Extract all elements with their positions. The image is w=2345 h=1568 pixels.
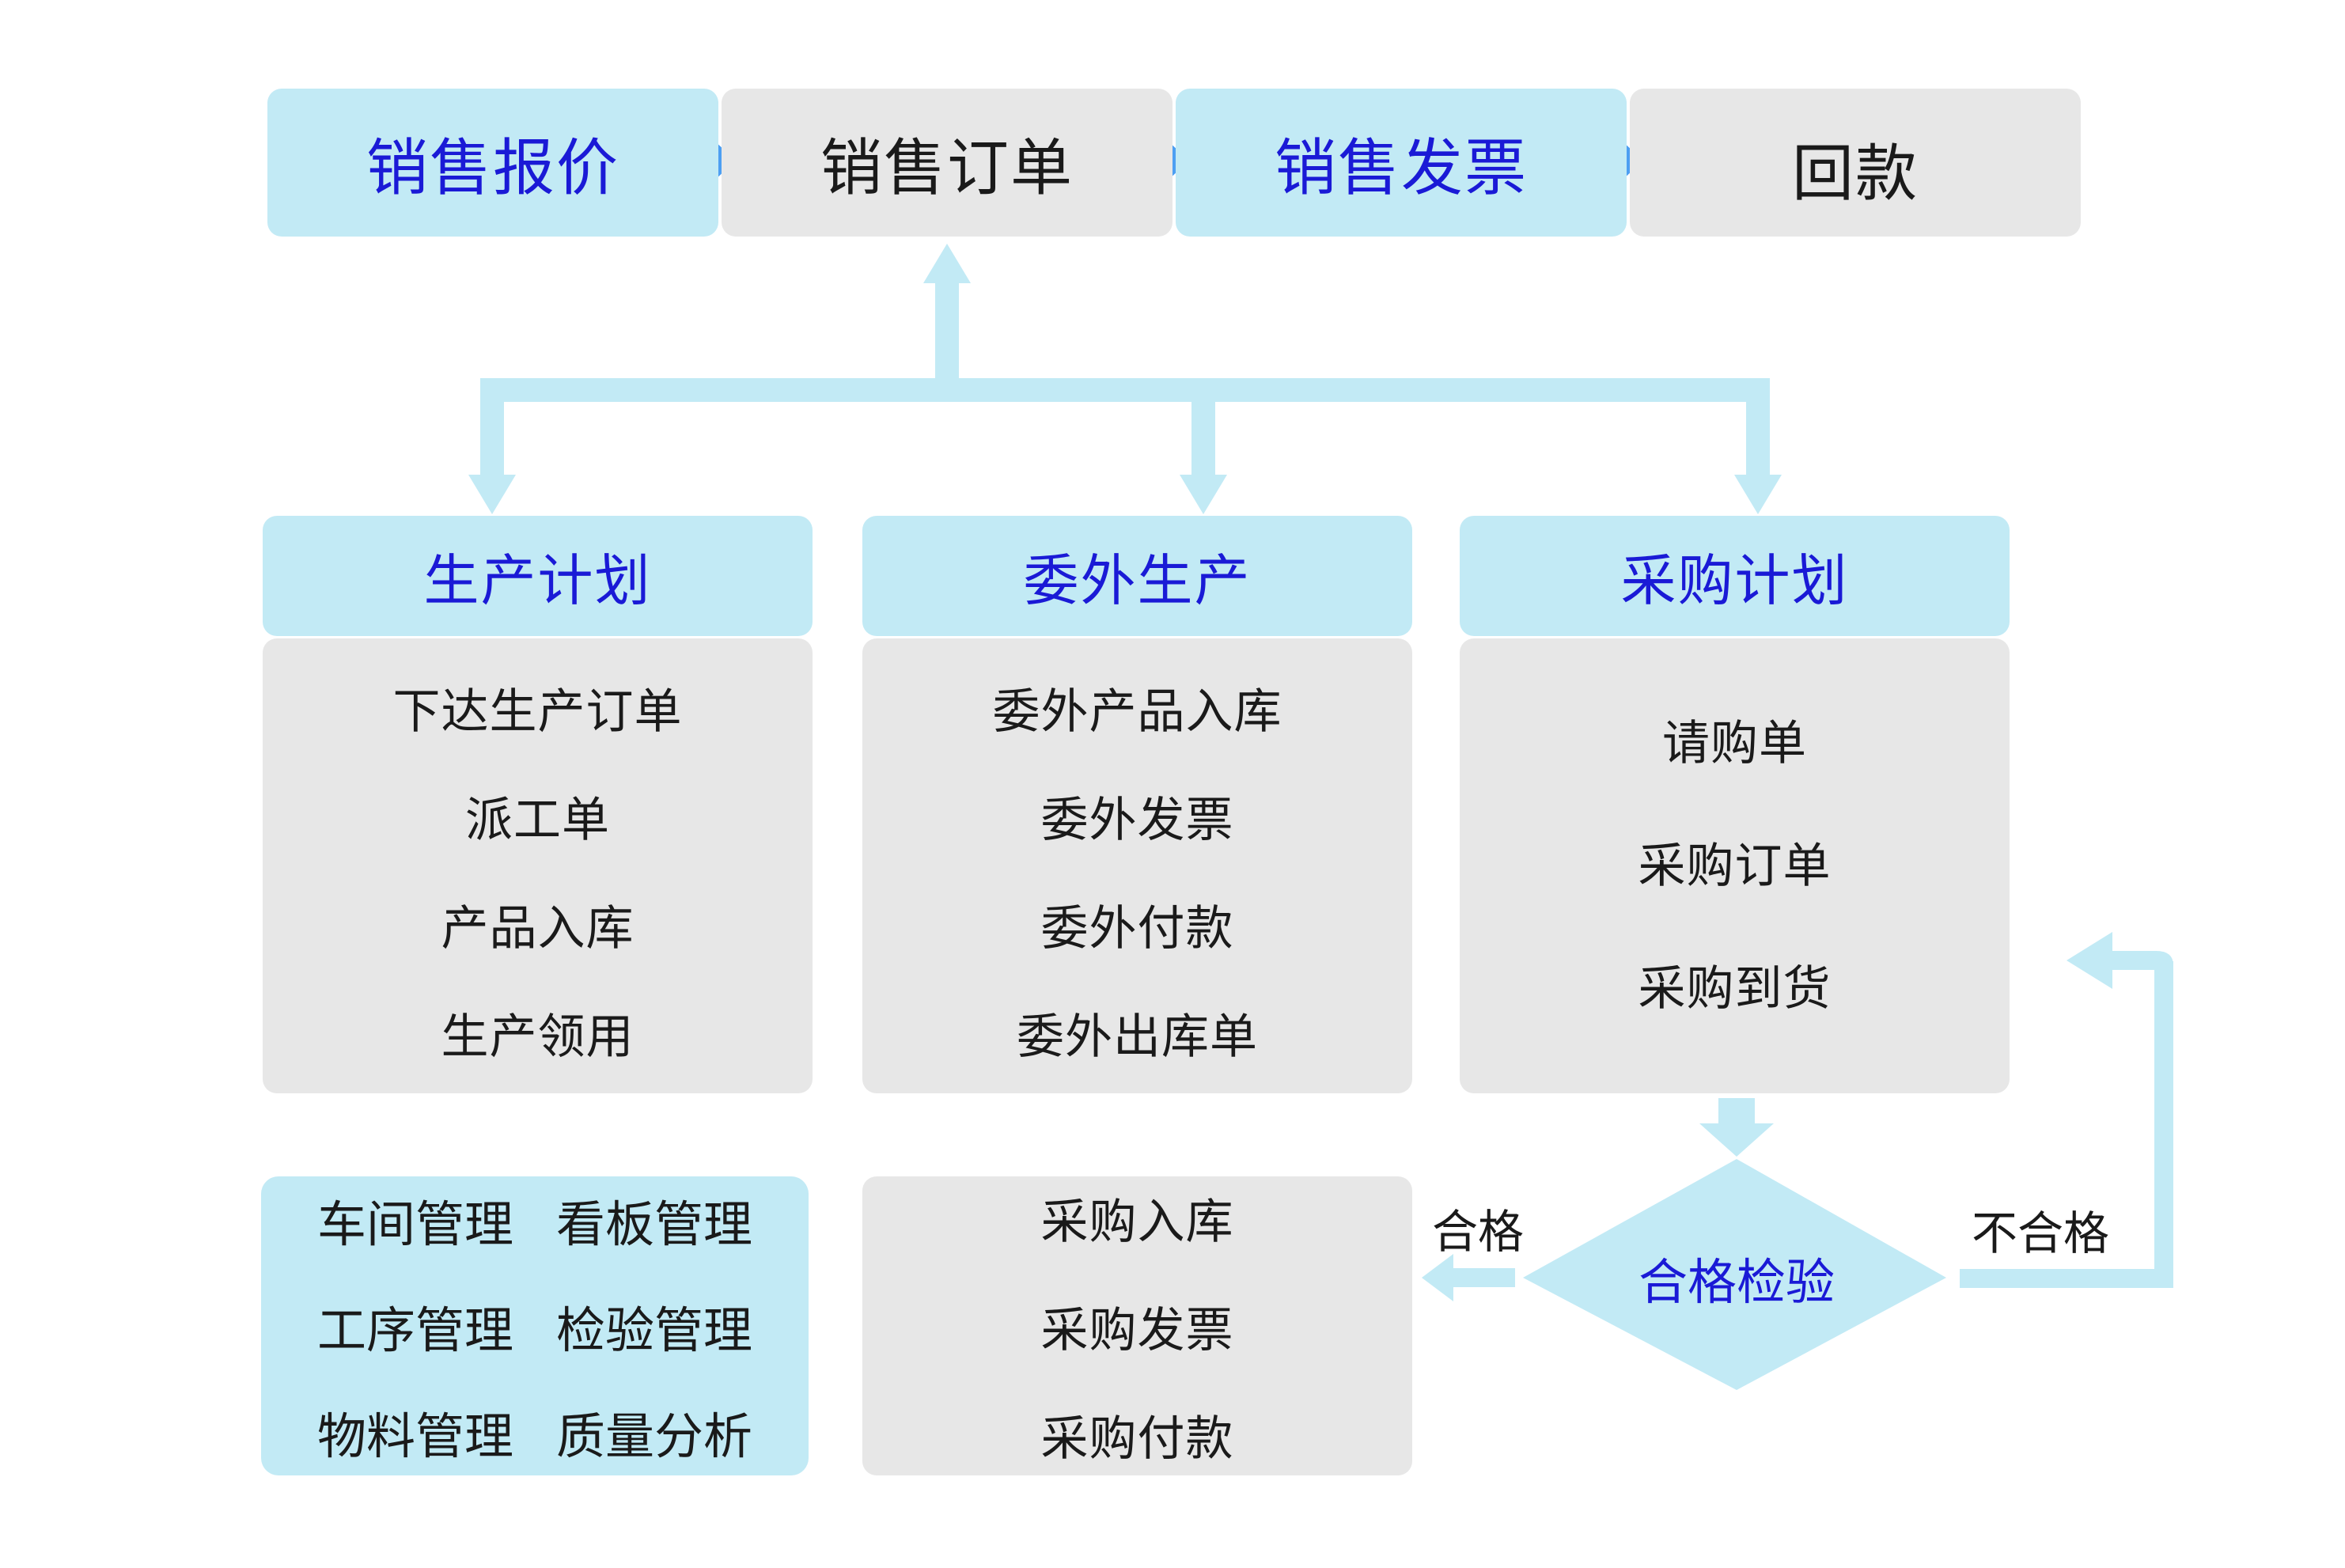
management-item: 检验管理	[556, 1301, 753, 1359]
branch-production	[480, 378, 504, 481]
purchase-plan-title: 采购计划	[1620, 547, 1849, 613]
purchase-plan-header: 采购计划	[1460, 516, 2010, 636]
flow-step-payment-receipt-label: 回款	[1791, 138, 1919, 210]
list-item: 请购单	[1662, 716, 1807, 771]
flow-step-quotation: 销售报价	[267, 89, 718, 237]
list-item: 下达生产订单	[392, 684, 683, 740]
branch-purchase	[1746, 378, 1770, 481]
flow-step-sales-invoice: 销售发票	[1176, 89, 1627, 237]
pass-label-text: 合格	[1432, 1205, 1525, 1259]
arrow-down-to-inspection-shaft	[1718, 1098, 1755, 1123]
inspection-label-text: 合格检验	[1638, 1253, 1835, 1311]
outsourcing-body: 委外产品入库 委外发票 委外付款 委外出库单	[862, 638, 1412, 1093]
management-item: 物料管理	[316, 1407, 513, 1465]
flow-step-sales-invoice-label: 销售发票	[1274, 132, 1528, 204]
list-item: 产品入库	[441, 900, 635, 956]
outsourcing-header: 委外生产	[862, 516, 1412, 636]
fail-line-corner	[2108, 951, 2173, 970]
arrow-down-to-inspection-head	[1699, 1123, 1774, 1157]
list-item: 采购订单	[1638, 839, 1832, 894]
outsourcing-title: 委外生产	[1023, 547, 1252, 613]
inspection-diamond	[1523, 1159, 1946, 1390]
management-item: 工序管理	[316, 1301, 513, 1359]
fail-label: 不合格	[1972, 1196, 2109, 1263]
list-item: 委外产品入库	[992, 684, 1282, 740]
fail-line-horizontal	[1960, 1269, 2173, 1288]
flow-step-quotation-label: 销售报价	[366, 132, 619, 204]
list-item: 生产领用	[441, 1009, 635, 1065]
arrow-down-production	[468, 475, 516, 514]
purchase-plan-body: 请购单 采购订单 采购到货	[1460, 638, 2010, 1093]
pass-label: 合格	[1432, 1195, 1524, 1261]
list-item: 采购发票	[1040, 1302, 1234, 1358]
arrow-down-outsourcing	[1180, 475, 1227, 514]
purchase-execution-box: 采购入库 采购发票 采购付款	[862, 1176, 1412, 1475]
list-item: 采购到货	[1638, 961, 1832, 1017]
list-item: 派工单	[465, 792, 610, 848]
production-plan-header: 生产计划	[263, 516, 813, 636]
flow-step-sales-order: 销售订单	[722, 89, 1172, 237]
list-item: 委外发票	[1040, 792, 1234, 848]
management-item: 质量分析	[556, 1407, 753, 1465]
trunk-line	[935, 281, 959, 388]
list-item: 委外出库单	[1017, 1009, 1258, 1065]
production-plan-title: 生产计划	[423, 547, 652, 613]
production-plan-body: 下达生产订单 派工单 产品入库 生产领用	[263, 638, 813, 1093]
list-item: 采购入库	[1040, 1194, 1234, 1250]
management-item: 看板管理	[556, 1195, 753, 1253]
management-item: 车间管理	[316, 1195, 513, 1253]
management-box: 车间管理 看板管理 工序管理 检验管理 物料管理 质量分析	[261, 1176, 809, 1475]
list-item: 委外付款	[1040, 900, 1234, 956]
branch-bar	[480, 378, 1770, 402]
arrow-up-to-sales-order	[923, 244, 971, 283]
branch-outsourcing	[1191, 400, 1215, 481]
list-item: 采购付款	[1040, 1411, 1234, 1467]
inspection-label: 合格检验	[1602, 1242, 1871, 1313]
flow-step-sales-order-label: 销售订单	[820, 132, 1074, 204]
fail-arrow-head	[2067, 932, 2112, 989]
arrow-down-purchase	[1734, 475, 1782, 514]
pass-arrow-shaft	[1452, 1268, 1515, 1287]
fail-line-vertical	[2154, 961, 2173, 1288]
flow-step-payment-receipt: 回款	[1630, 89, 2081, 237]
pass-arrow-head	[1422, 1254, 1453, 1301]
fail-label-text: 不合格	[1972, 1206, 2110, 1260]
